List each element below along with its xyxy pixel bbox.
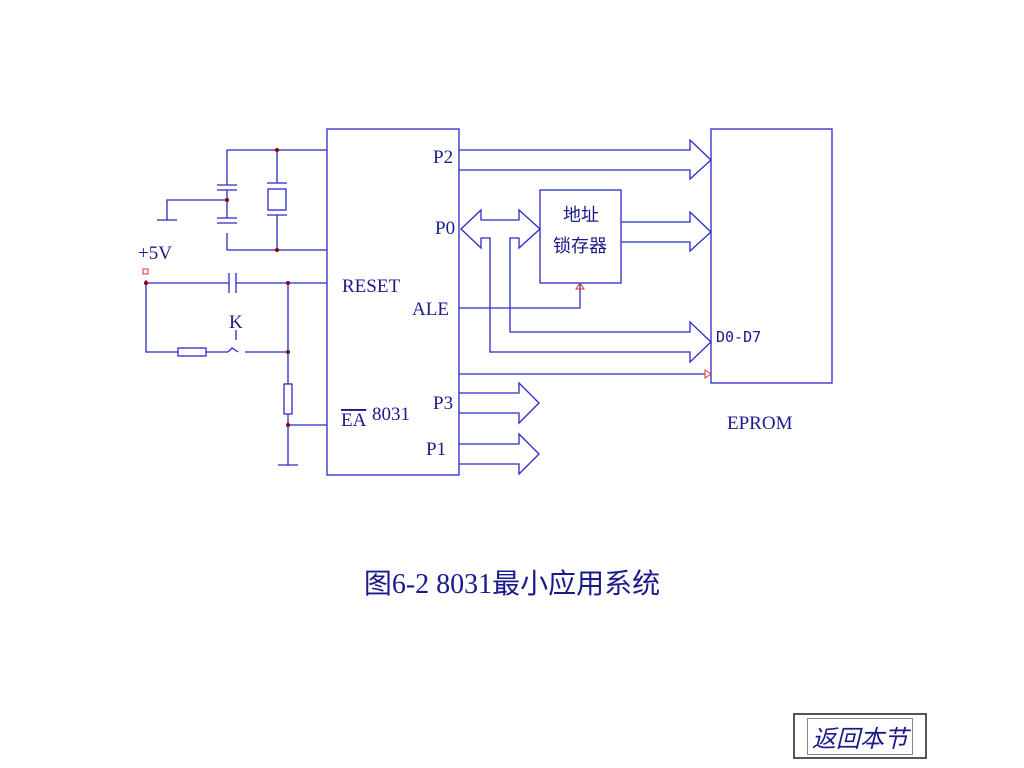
supply-label: +5V (138, 243, 172, 264)
supply-terminal (142, 268, 149, 275)
crystal-body (267, 188, 287, 211)
latch-label-line2: 锁存器 (553, 236, 607, 257)
latch-label-line1: 地址 (563, 205, 599, 226)
switch-k-label: K (229, 312, 243, 333)
ground-wire (157, 199, 227, 221)
crystal-plates (267, 182, 287, 216)
junction-dot (286, 350, 290, 354)
osc-wire-top (226, 149, 327, 185)
mcu-8031-label: 8031 (372, 404, 410, 425)
junction-dot (275, 248, 279, 252)
eprom-block (710, 128, 833, 384)
reset-switch-wire (145, 283, 288, 353)
pin-p3-label: P3 (433, 393, 453, 414)
eprom-label: EPROM (727, 413, 793, 434)
latch-to-eprom-arrow (621, 210, 712, 253)
ale-marker (575, 282, 585, 290)
osc-wire-bottom (226, 233, 327, 251)
p1-bus-arrow (459, 432, 540, 476)
junction-dot (144, 281, 148, 285)
figure-caption: 图6-2 8031最小应用系统 (363, 569, 661, 600)
mcu-8031-block (326, 128, 460, 476)
pin-p0-label: P0 (435, 218, 455, 239)
junction-dot (275, 148, 279, 152)
reset-cap (228, 273, 237, 293)
p0-bidirectional-arrow (460, 208, 712, 364)
switch-k-lever (227, 330, 239, 353)
pin-ea-label: EA (341, 410, 367, 431)
resistor-r1 (177, 347, 207, 357)
control-marker (704, 369, 712, 379)
pin-p1-label: P1 (426, 439, 446, 460)
p3-bus-arrow (459, 381, 540, 425)
back-to-section-button[interactable]: 返回本节 (793, 713, 927, 759)
junction-dot (286, 423, 290, 427)
ale-line (459, 283, 581, 309)
data-bus-label: D0-D7 (716, 328, 761, 346)
pin-p2-label: P2 (433, 147, 453, 168)
junction-dot (286, 281, 290, 285)
pin-reset-label: RESET (342, 276, 400, 297)
reset-node-wire (278, 283, 298, 466)
p2-bus-arrow (459, 138, 712, 181)
cap1-plates (217, 184, 237, 224)
junction-dot (225, 198, 229, 202)
pin-ale-label: ALE (412, 299, 449, 320)
back-to-section-label: 返回本节 (807, 717, 913, 755)
resistor-r2 (283, 383, 293, 415)
